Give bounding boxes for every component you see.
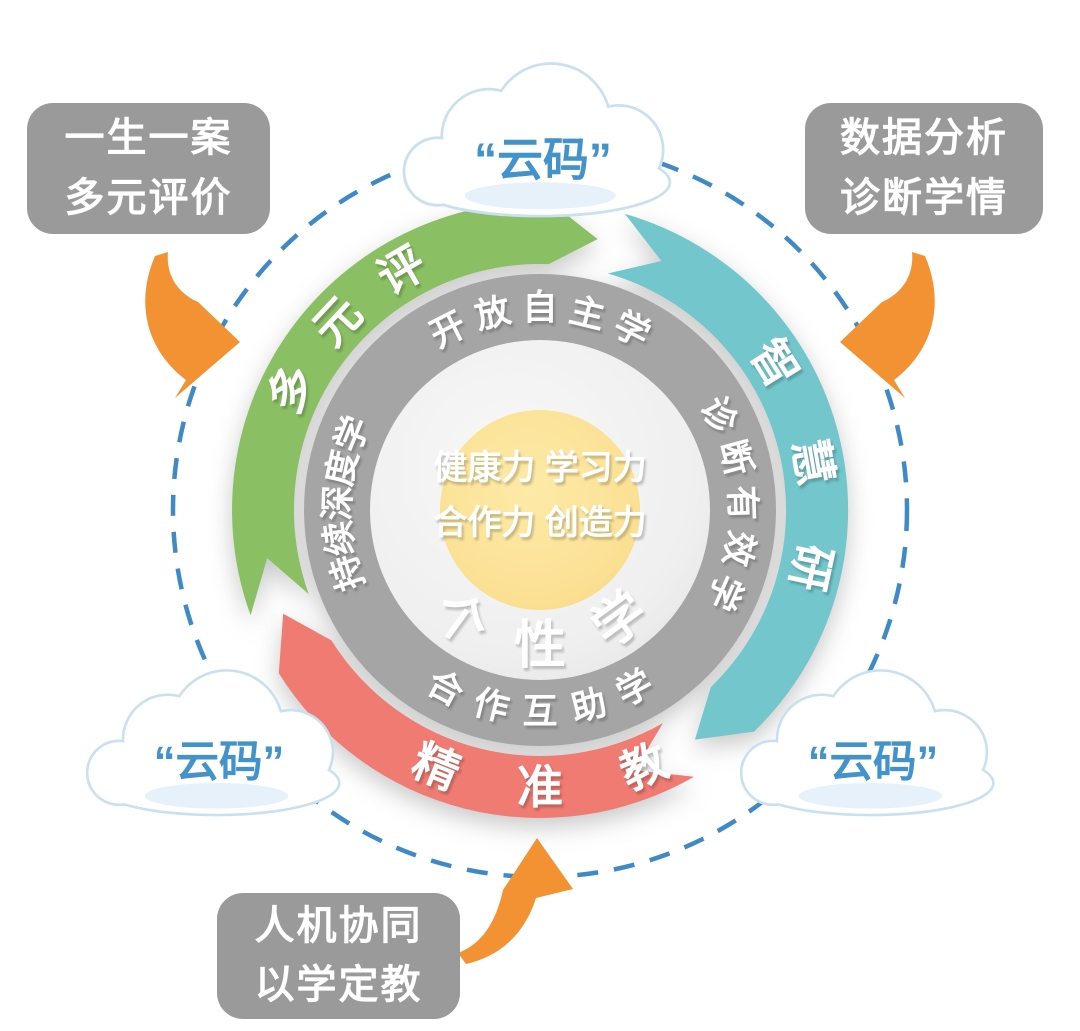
label-box-bottom-line-1: 人机协同 xyxy=(254,903,423,948)
label-box-bottom: 人机协同 以学定教 xyxy=(217,893,460,1019)
dashed-orbit-circle xyxy=(170,140,910,880)
diagnose-effective-learning-char-2: 有 xyxy=(722,485,762,521)
cloud-bottom-right: “云码” xyxy=(739,669,995,817)
label-box-right-line-1: 数据分析 xyxy=(840,116,1008,161)
cloud-top: “云码” xyxy=(402,62,672,218)
arrow-right-to-wheel xyxy=(840,252,935,398)
cooperative-mutual-learning-char-2: 互 xyxy=(522,693,557,732)
label-box-left: 一生一案 多元评价 xyxy=(27,103,270,234)
open-autonomous-learning-char-2: 自 xyxy=(522,289,557,328)
cloud-bottom-left-label: “云码” xyxy=(154,739,285,787)
segment-label-teach-char-1: 准 xyxy=(517,761,563,813)
label-box-left-line-1: 一生一案 xyxy=(64,116,233,161)
segment-teach xyxy=(278,613,694,818)
core-competencies: 健康力 学习力 合作力 创造力 xyxy=(433,448,646,542)
arrow-left-to-wheel xyxy=(145,252,240,398)
wheel xyxy=(232,202,849,818)
label-box-left-line-2: 多元评价 xyxy=(64,175,233,220)
sustained-deep-learning-char-2: 深 xyxy=(318,485,358,521)
segment-label-research-char-2: 研 xyxy=(781,540,841,596)
core-competency-line-1: 健康力 学习力 xyxy=(433,448,646,487)
core-competency-line-2: 合作力 创造力 xyxy=(433,504,646,542)
label-box-bottom-line-2: 以学定教 xyxy=(254,963,423,1007)
sustained-deep-learning-char-1: 续 xyxy=(318,518,361,558)
diagnose-effective-learning-char-3: 效 xyxy=(716,528,761,570)
label-box-right-line-2: 诊断学情 xyxy=(840,175,1008,220)
cloud-shade xyxy=(798,783,943,809)
cycle-segments xyxy=(232,202,849,818)
personalized-learning-char-1: 性 xyxy=(514,617,566,675)
segment-label-research-char-1: 慧 xyxy=(783,435,842,489)
cloud-bottom-left: “云码” xyxy=(85,669,341,817)
sustained-deep-learning-char-3: 度 xyxy=(320,447,365,489)
cloud-shade xyxy=(144,783,289,809)
cloud-top-label: “云码” xyxy=(474,134,612,186)
cloud-bottom-right-label: “云码” xyxy=(808,739,939,787)
label-box-right: 数据分析 诊断学情 xyxy=(805,103,1043,234)
arrow-bottom-to-wheel xyxy=(458,838,573,964)
core-yellow-circle xyxy=(440,410,640,610)
segment-research xyxy=(607,213,849,740)
cloud-shade xyxy=(464,182,616,210)
segment-evaluate xyxy=(232,202,598,616)
